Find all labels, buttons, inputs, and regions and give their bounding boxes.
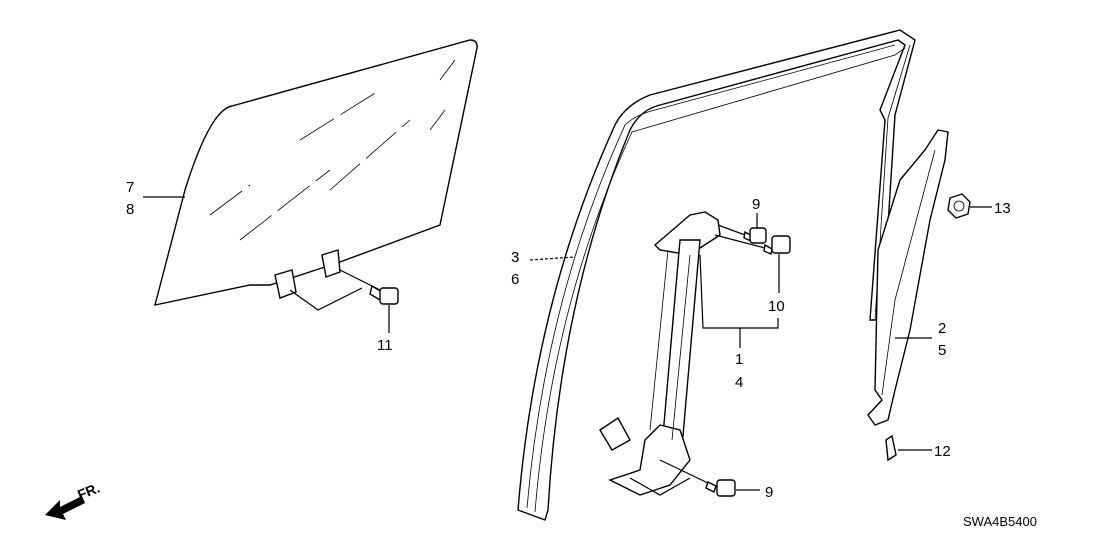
bolt-11 [289,269,399,333]
label-9-upper: 9 [752,196,760,213]
bolt-9-lower [629,459,760,497]
label-13: 13 [994,200,1011,217]
label-1: 1 [735,351,743,368]
front-label: FR. [75,479,102,502]
label-11: 11 [377,337,393,354]
label-6: 6 [511,271,519,288]
door-glass [154,39,478,306]
bolt-12 [885,434,932,462]
label-10: 10 [768,298,785,315]
nut-13 [947,193,992,219]
center-sash [867,129,949,426]
label-8: 8 [126,201,134,218]
front-arrow-icon: FR. [45,479,102,520]
label-5: 5 [938,342,946,359]
label-4: 4 [735,374,743,391]
label-3: 3 [511,249,519,266]
bolts-9-10 [714,213,791,293]
label-12: 12 [934,443,951,460]
label-9-lower: 9 [765,484,773,501]
label-2: 2 [938,320,946,337]
run-channel [517,29,916,521]
diagram-code: SWA4B5400 [963,514,1037,529]
window-regulator [599,211,779,496]
label-7: 7 [126,179,134,196]
